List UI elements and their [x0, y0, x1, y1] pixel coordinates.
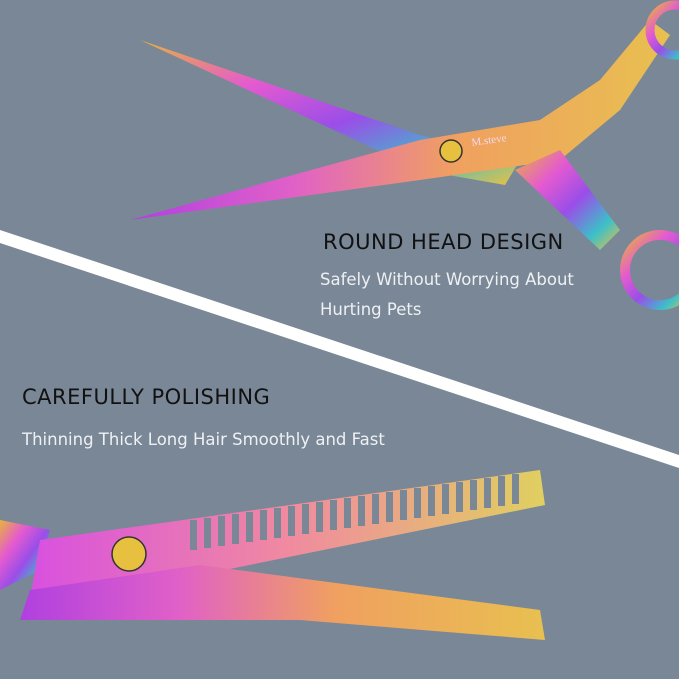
- brand-mark: M.steve: [471, 132, 508, 149]
- feature-subtext: Thinning Thick Long Hair Smoothly and Fa…: [22, 430, 385, 449]
- pivot-screw: [439, 139, 463, 163]
- divider-stripe: [0, 230, 679, 468]
- thinning-shears: [0, 470, 545, 640]
- feature-subtext: Safely Without Worrying About: [320, 270, 574, 289]
- feature-subtext: Hurting Pets: [320, 300, 422, 319]
- feature-heading-round-head: ROUND HEAD DESIGN: [323, 230, 564, 254]
- grooming-scissors: M.steve: [130, 0, 679, 310]
- feature-heading-polishing: CAREFULLY POLISHING: [22, 385, 271, 409]
- pivot-screw: [111, 536, 147, 572]
